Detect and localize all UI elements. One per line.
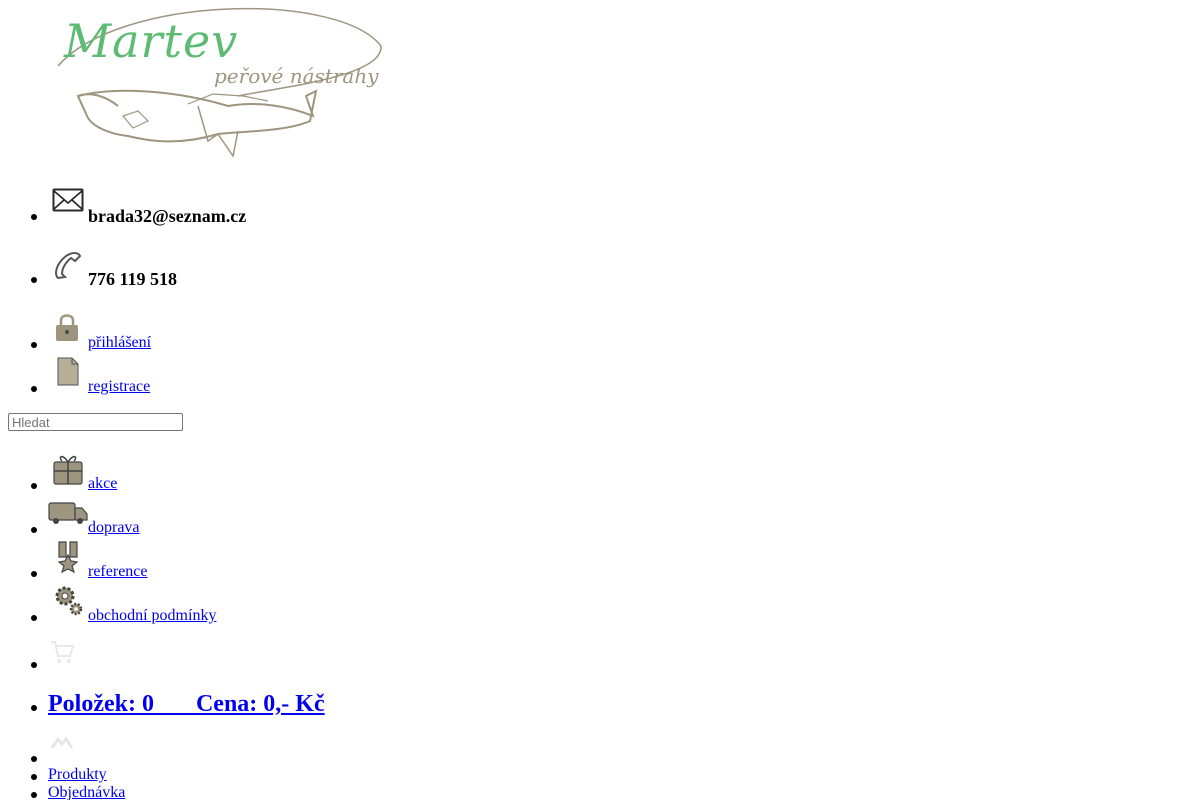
medal-icon <box>57 541 79 573</box>
list-bullet <box>31 571 37 577</box>
menu-item-akce[interactable]: akce <box>88 475 118 492</box>
cart-summary-link[interactable]: Položek: 0 Cena: 0,- Kč <box>48 691 325 717</box>
gears-icon <box>55 586 83 616</box>
email-text[interactable]: brada32@seznam.cz <box>88 206 247 226</box>
list-bullet <box>31 277 37 283</box>
contact-email <box>52 188 84 212</box>
list-bullet <box>31 756 37 762</box>
phone-icon <box>55 252 82 280</box>
nav-produkty-link[interactable]: Produkty <box>48 766 107 783</box>
phone-text[interactable]: 776 119 518 <box>88 269 178 289</box>
search-input[interactable] <box>8 413 183 431</box>
list-bullet <box>31 774 37 780</box>
tools-icon <box>50 736 74 749</box>
list-bullet <box>31 527 37 533</box>
list-bullet <box>31 342 37 348</box>
logo-name: Martev <box>64 14 239 68</box>
nav-objednavka-link[interactable]: Objednávka <box>48 784 126 800</box>
list-bullet <box>31 483 37 489</box>
list-bullet <box>31 615 37 621</box>
list-bullet <box>31 386 37 392</box>
fish-logo-icon <box>57 7 382 158</box>
site-logo[interactable]: Martev peřové nástrahy <box>38 6 388 161</box>
menu-item-obchodni-podminky[interactable]: obchodní podmínky <box>88 607 217 624</box>
mail-icon <box>52 188 84 212</box>
lock-icon <box>56 314 78 341</box>
list-bullet <box>31 705 37 711</box>
cart-icon[interactable] <box>50 640 74 666</box>
list-bullet <box>31 662 37 668</box>
list-bullet <box>31 792 37 798</box>
truck-icon <box>48 502 88 524</box>
menu-item-doprava[interactable]: doprava <box>88 519 140 536</box>
menu-item-reference[interactable]: reference <box>88 563 148 580</box>
register-link[interactable]: registrace <box>88 378 151 395</box>
login-link[interactable]: přihlášení <box>88 334 152 351</box>
gift-icon <box>53 455 83 485</box>
document-icon <box>57 357 79 386</box>
list-bullet <box>31 214 37 220</box>
logo-tagline: peřové nástrahy <box>214 64 379 88</box>
